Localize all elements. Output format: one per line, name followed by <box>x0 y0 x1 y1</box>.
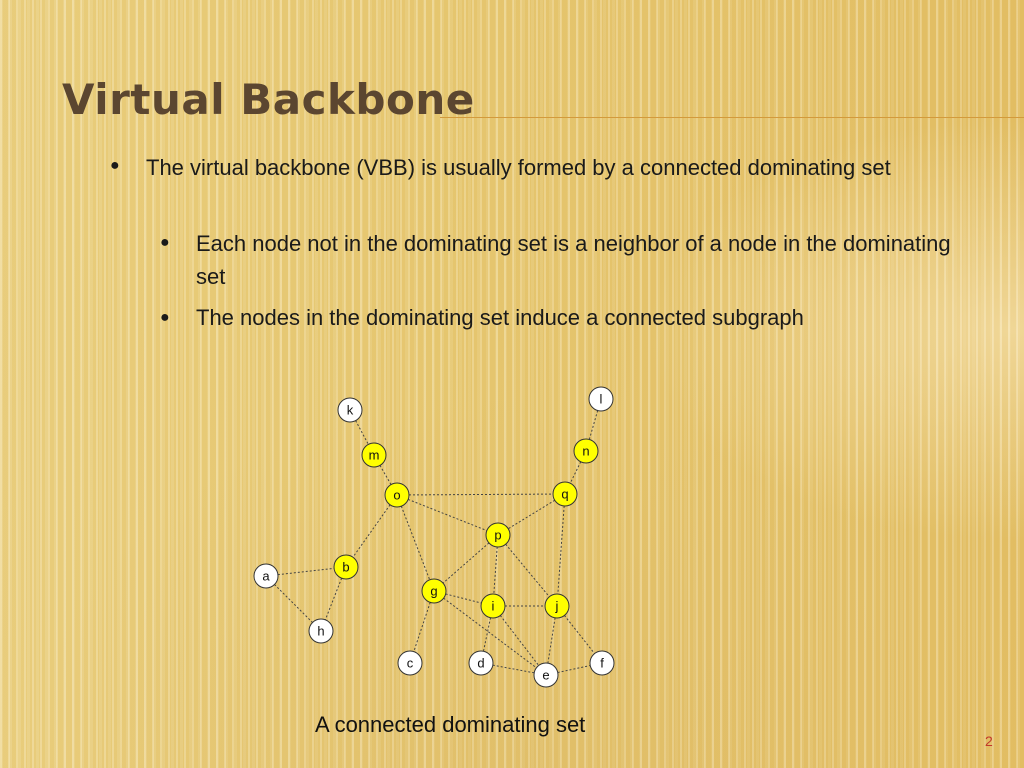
edge-a-h <box>265 575 322 632</box>
node-label-i: i <box>492 598 495 613</box>
edge-g-c <box>409 590 435 664</box>
edge-p-j <box>497 534 558 607</box>
sub-bullet-marker: ● <box>160 309 170 326</box>
node-d: d <box>468 650 494 676</box>
node-f: f <box>589 650 615 676</box>
node-circle-h <box>308 618 334 644</box>
sub-bullet-marker: ● <box>160 234 170 251</box>
node-circle-l <box>588 386 614 412</box>
edge-o-b <box>345 494 398 568</box>
edge-q-p <box>497 493 566 536</box>
edge-a-b <box>265 566 347 577</box>
node-i: i <box>480 593 506 619</box>
node-b: b <box>333 554 359 580</box>
node-circle-g <box>421 578 447 604</box>
node-label-b: b <box>342 559 349 574</box>
edge-p-g <box>433 534 499 592</box>
edge-o-q <box>396 493 566 496</box>
node-circle-i <box>480 593 506 619</box>
edge-q-j <box>556 493 566 607</box>
node-p: p <box>485 522 511 548</box>
node-label-k: k <box>347 402 354 417</box>
node-circle-p <box>485 522 511 548</box>
edge-o-p <box>396 494 499 536</box>
node-label-h: h <box>317 623 324 638</box>
node-label-p: p <box>494 527 501 542</box>
node-circle-b <box>333 554 359 580</box>
node-o: o <box>384 482 410 508</box>
title-underline <box>440 117 1024 118</box>
edge-o-g <box>396 494 435 592</box>
node-circle-q <box>552 481 578 507</box>
bullet-1: The virtual backbone (VBB) is usually fo… <box>146 155 891 180</box>
sub-bullet-1: Each node not in the dominating set is a… <box>196 231 951 289</box>
node-g: g <box>421 578 447 604</box>
slide-number: 2 <box>985 733 993 749</box>
node-label-m: m <box>369 447 380 462</box>
node-q: q <box>552 481 578 507</box>
node-m: m <box>361 442 387 468</box>
node-circle-n <box>573 438 599 464</box>
node-circle-o <box>384 482 410 508</box>
edge-i-e <box>492 605 547 676</box>
node-n: n <box>573 438 599 464</box>
node-label-a: a <box>262 568 270 583</box>
node-circle-m <box>361 442 387 468</box>
node-circle-a <box>253 563 279 589</box>
node-circle-d <box>468 650 494 676</box>
node-circle-c <box>397 650 423 676</box>
edge-g-e <box>433 590 547 676</box>
node-circle-k <box>337 397 363 423</box>
node-label-q: q <box>561 486 568 501</box>
node-label-j: j <box>555 598 559 613</box>
diagram-caption: A connected dominating set <box>315 712 586 737</box>
node-circle-f <box>589 650 615 676</box>
node-label-c: c <box>407 655 414 670</box>
node-l: l <box>588 386 614 412</box>
node-label-l: l <box>600 391 603 406</box>
sub-bullet-2: The nodes in the dominating set induce a… <box>196 305 804 330</box>
node-label-f: f <box>600 655 604 670</box>
node-label-o: o <box>393 487 400 502</box>
slide-title: Virtual Backbone <box>62 75 475 124</box>
node-label-n: n <box>582 443 589 458</box>
node-label-e: e <box>542 667 549 682</box>
node-label-g: g <box>430 583 437 598</box>
node-e: e <box>533 662 559 688</box>
node-a: a <box>253 563 279 589</box>
node-k: k <box>337 397 363 423</box>
node-circle-e <box>533 662 559 688</box>
node-label-d: d <box>477 655 484 670</box>
node-h: h <box>308 618 334 644</box>
bullet-marker: ● <box>110 157 120 174</box>
node-circle-j <box>544 593 570 619</box>
node-j: j <box>544 593 570 619</box>
edge-d-e <box>480 662 547 676</box>
node-c: c <box>397 650 423 676</box>
